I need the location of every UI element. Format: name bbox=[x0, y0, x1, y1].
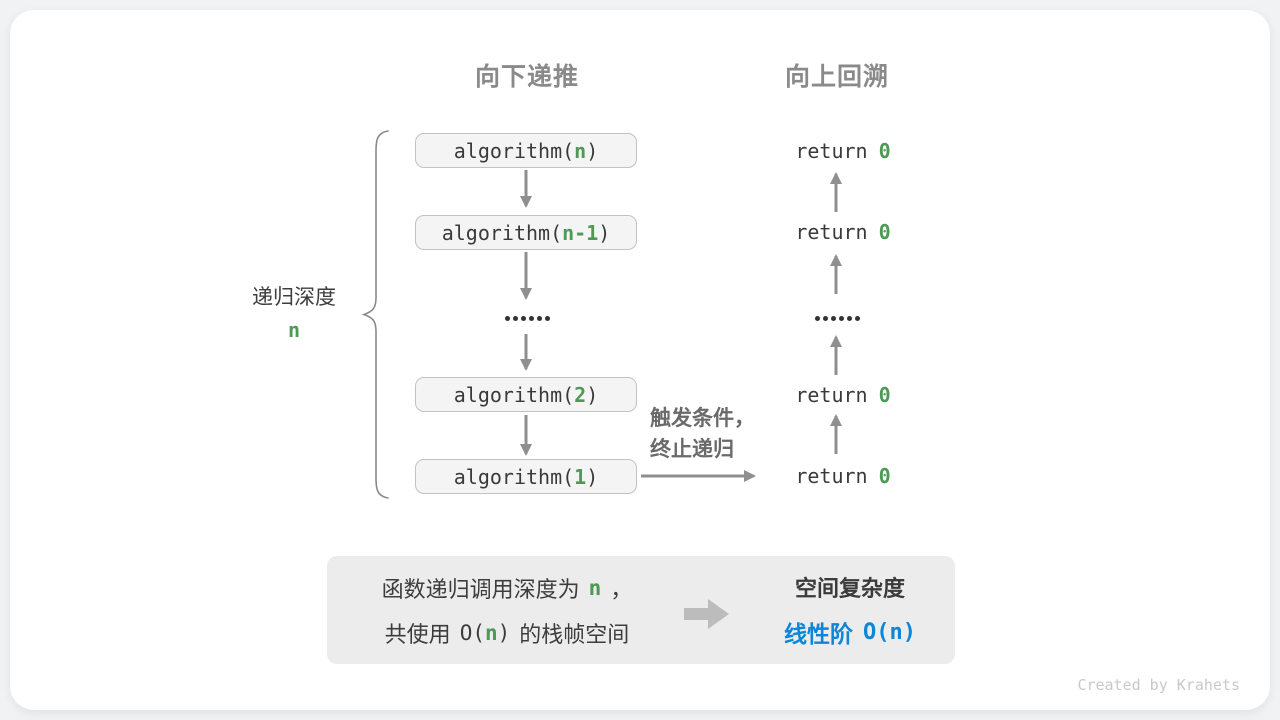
depth-label: 递归深度 n bbox=[228, 281, 360, 342]
call-arg: n-1 bbox=[562, 220, 599, 245]
complexity-result: 线性阶 O(n) bbox=[784, 615, 916, 649]
return-value: 0 bbox=[878, 383, 891, 407]
watermark: Created by Krahets bbox=[1077, 676, 1240, 694]
header-backtrack-up: 向上回溯 bbox=[784, 63, 889, 91]
return-keyword: return bbox=[795, 139, 868, 163]
trigger-note: 触发条件， 终止递归 bbox=[650, 403, 790, 465]
call-arg: 1 bbox=[574, 464, 587, 489]
complexity-class: 线性阶 bbox=[784, 621, 853, 647]
depth-brace-icon bbox=[361, 130, 389, 499]
ellipsis-dots bbox=[815, 316, 860, 321]
call-text: algorithm( bbox=[453, 382, 575, 407]
trigger-note-line1: 触发条件， bbox=[650, 407, 755, 430]
return-statement: return 0 bbox=[743, 463, 943, 489]
call-box-algorithm-1: algorithm(1) bbox=[415, 459, 637, 494]
call-text: algorithm( bbox=[453, 464, 575, 489]
call-arg: n bbox=[574, 138, 587, 163]
call-text: ) bbox=[586, 382, 599, 407]
big-o-var: n bbox=[484, 620, 498, 645]
big-o-notation: O(n) bbox=[460, 621, 511, 645]
implies-arrow-icon bbox=[684, 599, 729, 629]
big-o-open: O( bbox=[863, 619, 890, 645]
summary-line1-text: 函数递归调用深度为 bbox=[381, 576, 580, 602]
call-text: ) bbox=[598, 220, 611, 245]
big-o-close: ) bbox=[497, 620, 511, 645]
call-box-algorithm-2: algorithm(2) bbox=[415, 377, 637, 412]
summary-line1-var: n bbox=[588, 575, 602, 600]
call-text: algorithm( bbox=[441, 220, 563, 245]
summary-line2-text: 共使用 bbox=[384, 621, 451, 647]
big-o-close: ) bbox=[902, 619, 916, 645]
header-recurse-down: 向下递推 bbox=[474, 63, 579, 91]
return-value: 0 bbox=[878, 464, 891, 488]
big-o-var: n bbox=[889, 619, 903, 645]
return-keyword: return bbox=[795, 383, 868, 407]
return-statement: return 0 bbox=[743, 219, 943, 245]
return-keyword: return bbox=[795, 464, 868, 488]
depth-value: n bbox=[287, 318, 301, 342]
summary-line2: 共使用 O(n) 的栈帧空间 bbox=[385, 617, 630, 649]
summary-line2-text-end: 的栈帧空间 bbox=[519, 621, 630, 647]
big-o-open: O( bbox=[459, 620, 485, 645]
summary-conclusion: 空间复杂度 线性阶 O(n) bbox=[745, 556, 955, 664]
depth-label-text: 递归深度 bbox=[252, 286, 336, 309]
ellipsis-dots bbox=[505, 316, 550, 321]
call-text: ) bbox=[586, 138, 599, 163]
return-statement: return 0 bbox=[743, 382, 943, 408]
call-text: algorithm( bbox=[453, 138, 575, 163]
trigger-note-line2: 终止递归 bbox=[650, 438, 734, 461]
summary-line1-comma: ， bbox=[610, 576, 633, 602]
complexity-big-o: O(n) bbox=[863, 620, 916, 645]
complexity-title: 空间复杂度 bbox=[794, 576, 905, 601]
return-value: 0 bbox=[878, 139, 891, 163]
return-keyword: return bbox=[795, 220, 868, 244]
return-statement: return 0 bbox=[743, 138, 943, 164]
call-arg: 2 bbox=[574, 382, 587, 407]
return-value: 0 bbox=[878, 220, 891, 244]
call-box-algorithm-n: algorithm(n) bbox=[415, 133, 637, 168]
call-box-algorithm-n-1: algorithm(n-1) bbox=[415, 215, 637, 250]
call-text: ) bbox=[586, 464, 599, 489]
summary-line1: 函数递归调用深度为 n ， bbox=[382, 572, 633, 604]
